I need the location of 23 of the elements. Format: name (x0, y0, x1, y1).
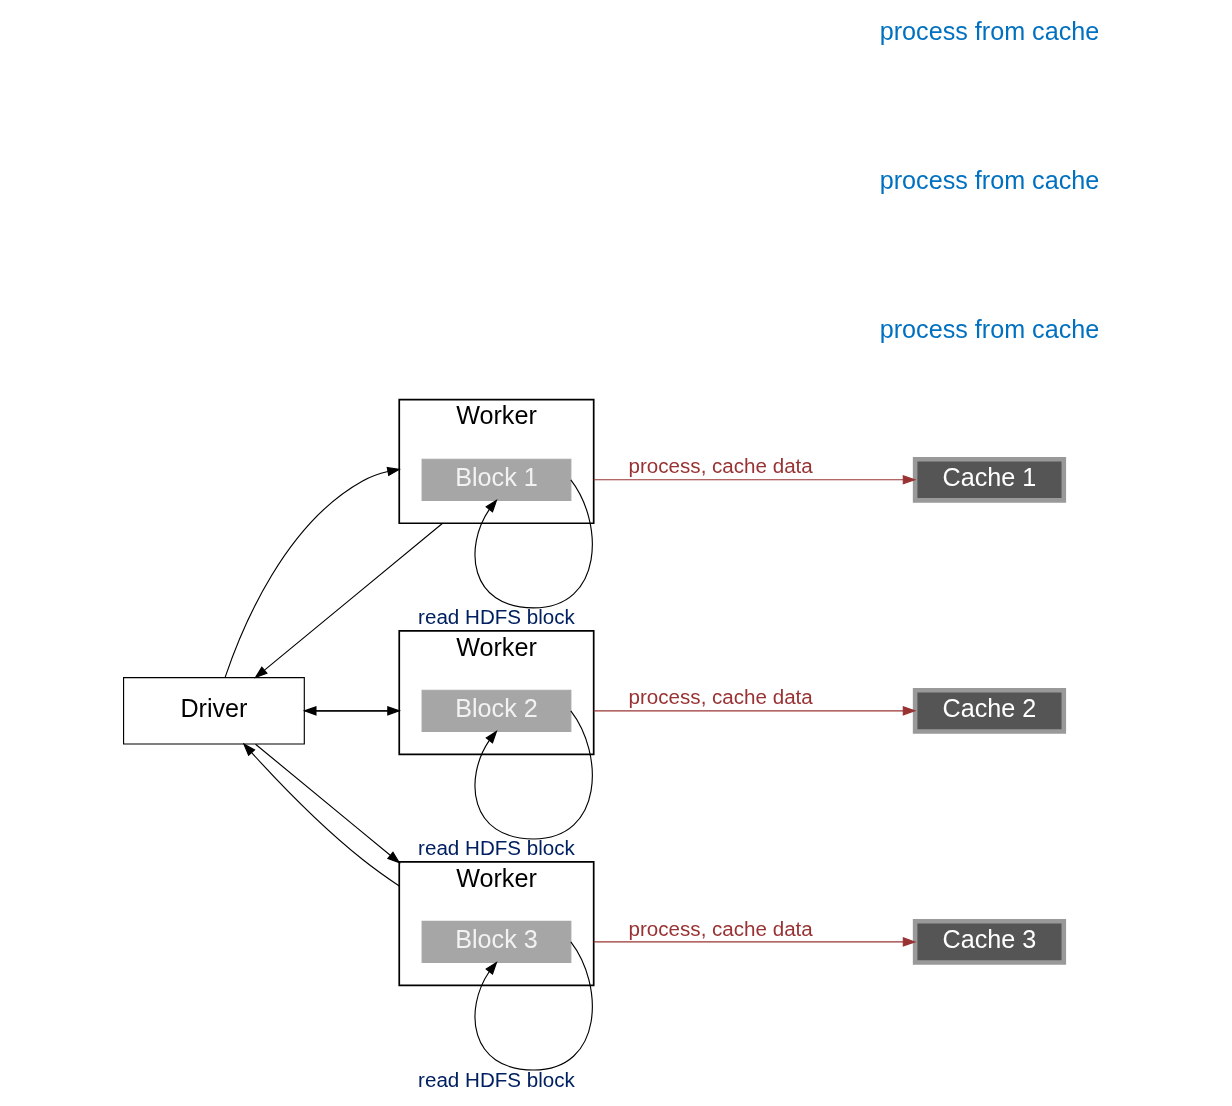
label: process from cache (879, 17, 1100, 46)
arrow (593, 706, 917, 716)
node-box: Block 1 (421, 458, 572, 501)
label: process from cache (879, 314, 1100, 343)
node-box: Cache 1 (912, 456, 1067, 503)
label: process from cache (879, 165, 1100, 194)
node-box: Driver (123, 677, 305, 745)
node-box: Block 2 (421, 689, 572, 732)
arrow (224, 466, 401, 678)
arrow (254, 522, 444, 679)
edge-label: process, cache data (628, 685, 813, 709)
edge-label: process, cache data (628, 454, 813, 478)
arrow (593, 937, 917, 947)
edge-label: process, cache data (628, 916, 813, 940)
edge-label: read HDFS block (418, 1067, 575, 1091)
arrow (593, 475, 917, 485)
edge-label: read HDFS block (418, 605, 575, 629)
node-box: Block 3 (421, 920, 572, 964)
node-box: Cache 2 (912, 687, 1067, 734)
arrow (242, 742, 400, 887)
arrow (254, 743, 401, 864)
edge-label: read HDFS block (418, 836, 575, 860)
node-box: Cache 3 (912, 919, 1067, 965)
